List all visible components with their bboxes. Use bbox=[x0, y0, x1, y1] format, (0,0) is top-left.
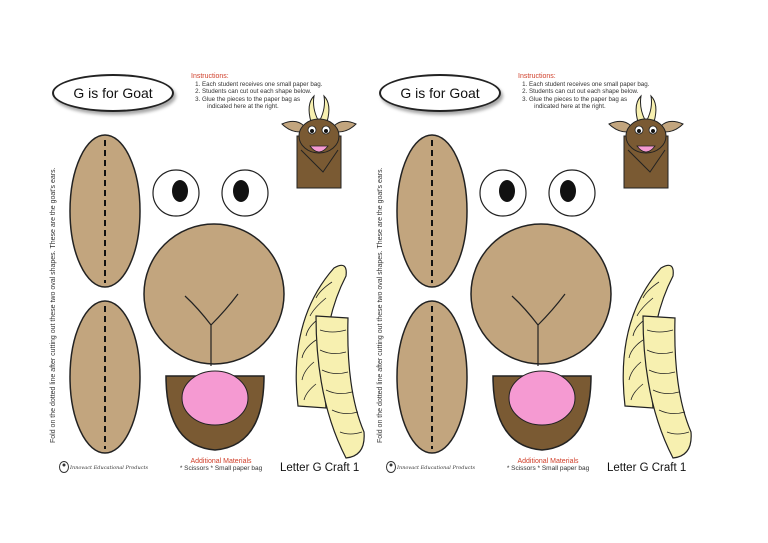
instruction-step: Glue the pieces to the paper bag as indi… bbox=[529, 96, 688, 111]
materials-list: * Scissors * Small paper bag bbox=[179, 465, 263, 472]
horn-cutout-right bbox=[315, 315, 365, 459]
goat-puppet-icon bbox=[281, 94, 357, 189]
instructions-heading: Instructions: bbox=[191, 73, 229, 80]
materials-list: * Scissors * Small paper bag bbox=[506, 465, 590, 472]
logo-icon bbox=[59, 461, 69, 473]
craft-label: Letter G Craft 1 bbox=[280, 462, 360, 474]
instruction-step: Students can cut out each shape below. bbox=[529, 88, 688, 96]
eye-cutout-right bbox=[221, 169, 269, 217]
instruction-step: Each student receives one small paper ba… bbox=[202, 81, 361, 89]
ear-cutout-top bbox=[69, 134, 141, 288]
craft-sheet-left: G is for Goat Instructions: Each student… bbox=[48, 0, 378, 543]
eye-cutout-left bbox=[152, 169, 200, 217]
instructions-heading: Instructions: bbox=[518, 73, 556, 80]
publisher-logo: Innovact Educational Products bbox=[385, 460, 485, 474]
materials-heading: Additional Materials bbox=[517, 458, 579, 465]
additional-materials: Additional Materials * Scissors * Small … bbox=[166, 458, 276, 472]
instruction-step: Each student receives one small paper ba… bbox=[529, 81, 688, 89]
ear-cutout-bottom bbox=[69, 300, 141, 454]
mouth-cutout bbox=[492, 370, 592, 451]
materials-heading: Additional Materials bbox=[190, 458, 252, 465]
face-cutout bbox=[143, 223, 285, 366]
cutout-shapes bbox=[396, 94, 692, 459]
horn-cutout-right bbox=[642, 315, 692, 459]
mouth-cutout bbox=[165, 370, 265, 451]
instruction-step: Students can cut out each shape below. bbox=[202, 88, 361, 96]
title-badge: G is for Goat bbox=[379, 74, 501, 112]
instructions: Instructions: Each student receives one … bbox=[518, 73, 688, 111]
logo-icon bbox=[386, 461, 396, 473]
craft-sheet-right: G is for Goat Instructions: Each student… bbox=[375, 0, 705, 543]
instruction-step: Glue the pieces to the paper bag as indi… bbox=[202, 96, 361, 111]
eye-cutout-right bbox=[548, 169, 596, 217]
title-badge: G is for Goat bbox=[52, 74, 174, 112]
goat-puppet-icon bbox=[608, 94, 684, 189]
ear-cutout-top bbox=[396, 134, 468, 288]
face-cutout bbox=[470, 223, 612, 366]
craft-label: Letter G Craft 1 bbox=[607, 462, 687, 474]
publisher-logo: Innovact Educational Products bbox=[58, 460, 158, 474]
cutout-shapes bbox=[69, 94, 365, 459]
instructions: Instructions: Each student receives one … bbox=[191, 73, 361, 111]
ear-cutout-bottom bbox=[396, 300, 468, 454]
additional-materials: Additional Materials * Scissors * Small … bbox=[493, 458, 603, 472]
eye-cutout-left bbox=[479, 169, 527, 217]
